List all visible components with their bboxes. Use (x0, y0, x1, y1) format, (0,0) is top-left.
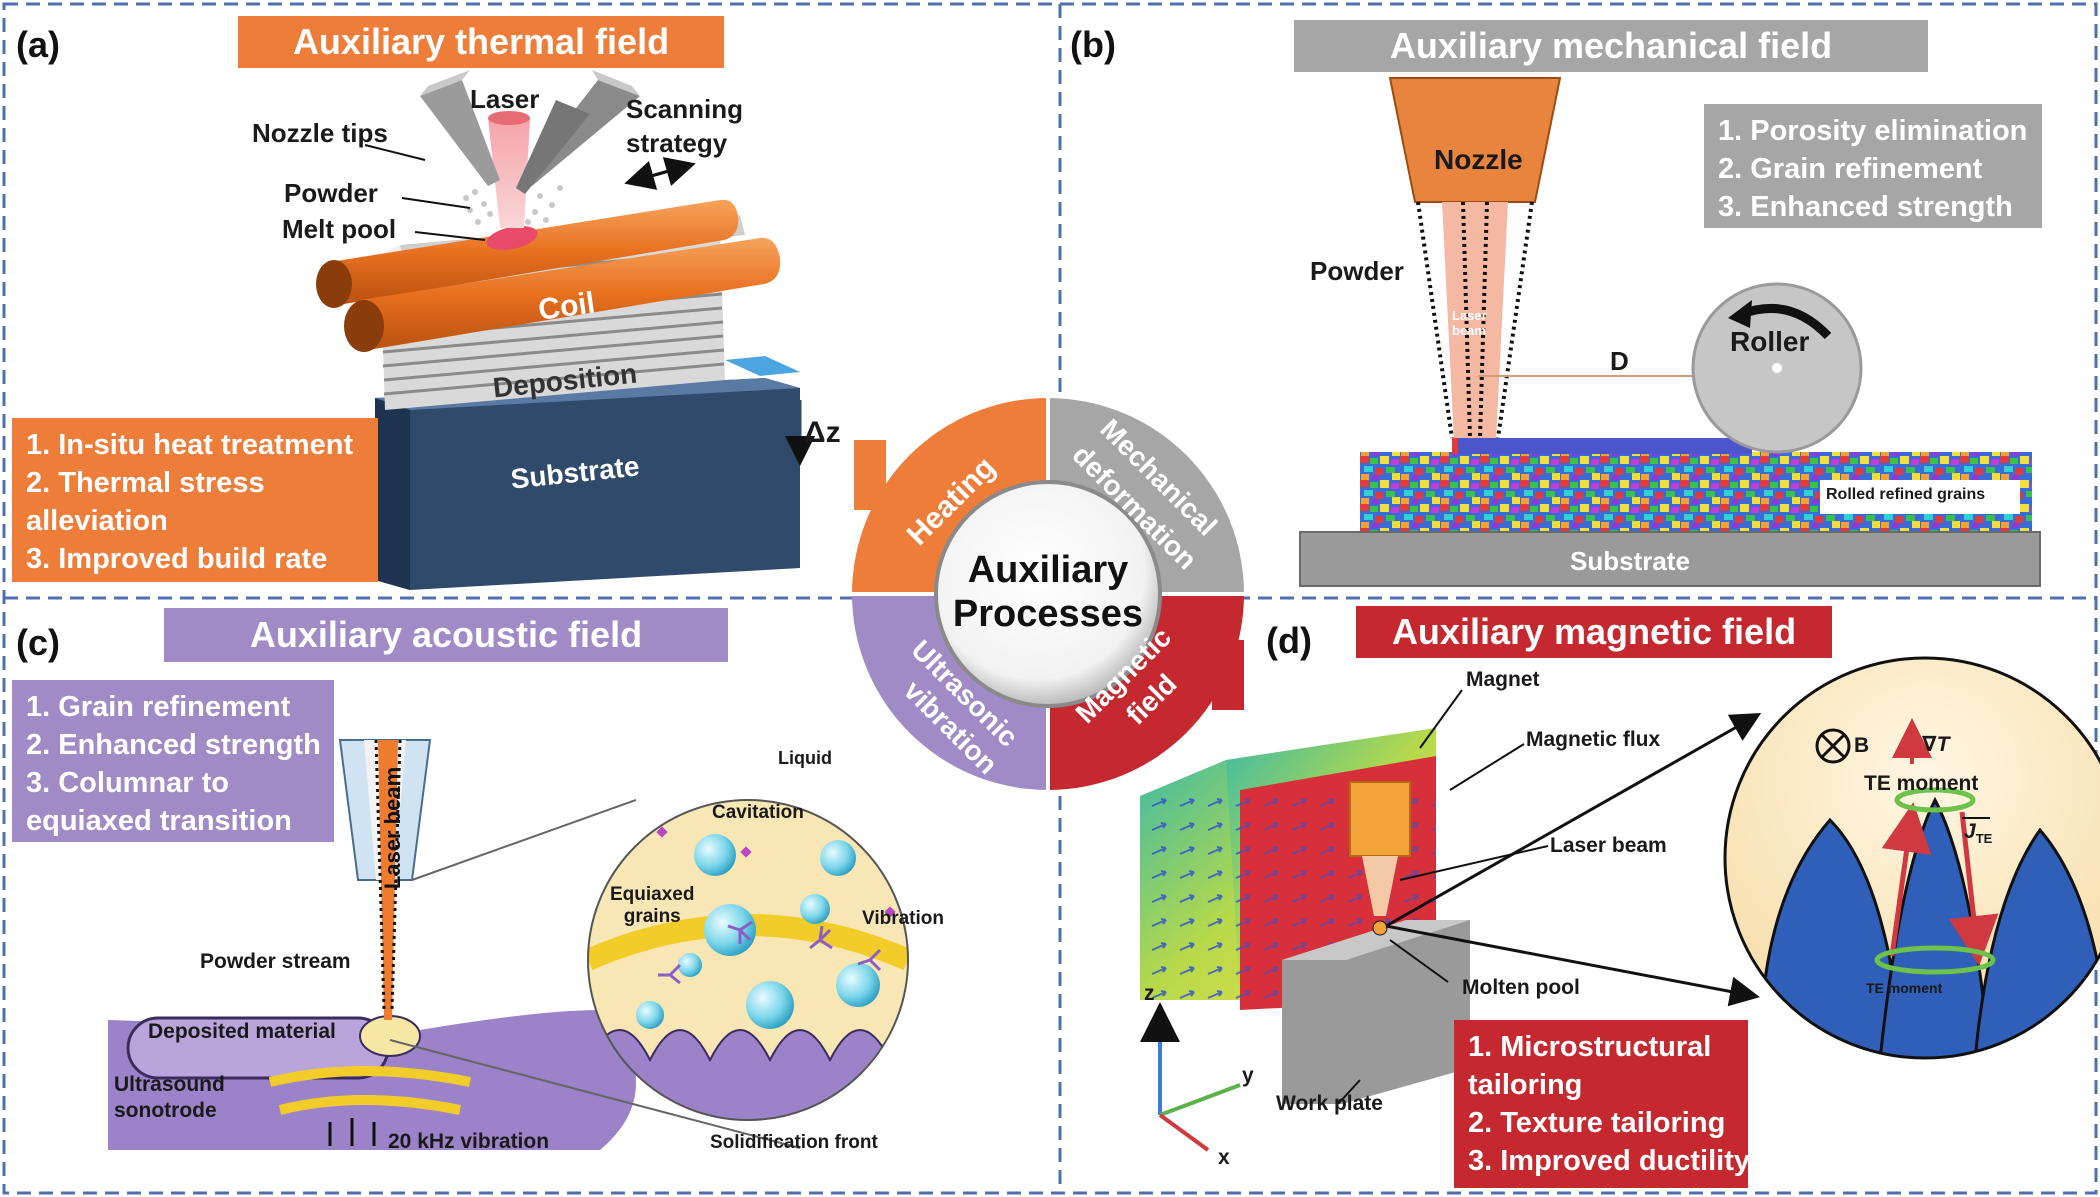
thermal-effect-3: 3. Improved build rate (26, 543, 328, 575)
substrate-label-b: Substrate (1570, 546, 1690, 576)
acoustic-effect-3: 3. Columnar to (26, 767, 230, 799)
scanning-strategy-label: Scanning strategy (626, 94, 744, 158)
molten-pool-label: Molten pool (1462, 976, 1580, 999)
magnetic-effect-1: 1. Microstructural (1468, 1031, 1712, 1063)
acoustic-effect-3b: equiaxed transition (26, 805, 292, 837)
liquid-label: Liquid (778, 748, 832, 768)
acoustic-effect-1: 1. Grain refinement (26, 691, 291, 723)
panel-b-label: (b) (1070, 24, 1116, 65)
magnetic-effect-2: 2. Texture tailoring (1468, 1107, 1726, 1139)
equiaxed-grains-label: Equiaxed grains (610, 884, 695, 927)
powder-stream-label: Powder stream (200, 950, 351, 973)
nozzle-label: Nozzle (1434, 144, 1523, 175)
roller-label: Roller (1730, 326, 1810, 357)
ultrasound-sonotrode-label: Ultrasound sonotrode (114, 1073, 225, 1122)
mechanical-effect-3: 3. Enhanced strength (1718, 191, 2013, 223)
magnetic-effects-box: 1. Microstructural tailoring 2. Texture … (1454, 1020, 1750, 1188)
center-title-line1: Auxiliary (968, 549, 1129, 591)
acoustic-effects-box: 1. Grain refinement 2. Enhanced strength… (12, 680, 334, 842)
panel-d-label: (d) (1266, 620, 1312, 661)
laser-beam-label-b: Laser beam (1452, 308, 1487, 338)
panel-c-label: (c) (16, 622, 60, 663)
te-moment-top-label: TE moment (1864, 772, 1979, 795)
rolled-grains-label: Rolled refined grains (1826, 486, 1986, 503)
magnet-label: Magnet (1466, 668, 1540, 691)
mechanical-effects-box: 1. Porosity elimination 2. Grain refinem… (1704, 104, 2042, 228)
melt-pool-label: Melt pool (282, 214, 397, 244)
dz-label: Δz (804, 416, 841, 449)
panel-a-label: (a) (16, 24, 60, 65)
j-te-label: JTE (1964, 820, 1993, 847)
mechanical-field-illustration (1299, 77, 2041, 587)
mechanical-effect-1: 1. Porosity elimination (1718, 115, 2028, 147)
thermal-effect-2: 2. Thermal stress (26, 467, 265, 499)
axis-z-label: z (1144, 982, 1155, 1005)
panel-a-title: Auxiliary thermal field (238, 16, 724, 68)
axis-x-label: x (1218, 1146, 1230, 1169)
auxiliary-processes-wheel (852, 398, 1244, 790)
magnetic-effect-1b: tailoring (1468, 1069, 1583, 1101)
distance-d-label: D (1610, 346, 1629, 376)
powder-label-a: Powder (284, 178, 378, 208)
panel-b-title: Auxiliary mechanical field (1294, 20, 1928, 72)
panel-c-title: Auxiliary acoustic field (164, 608, 728, 662)
axis-y-label: y (1242, 1064, 1254, 1087)
grad-t-label: ∇T (1922, 733, 1950, 756)
thermal-effects-box: 1. In-situ heat treatment 2. Thermal str… (12, 418, 378, 582)
acoustic-field-illustration (108, 739, 909, 1150)
magnetic-field-illustration (1140, 656, 2100, 1152)
nozzle-tips-label: Nozzle tips (252, 118, 388, 148)
cavitation-label: Cavitation (712, 802, 804, 823)
magnetic-flux-label: Magnetic flux (1526, 728, 1661, 751)
laser-label: Laser (470, 84, 540, 114)
vibration-label: Vibration (862, 908, 944, 929)
deposited-material-label: Deposited material (148, 1020, 336, 1043)
mechanical-effect-2: 2. Grain refinement (1718, 153, 1983, 185)
magnetic-effect-3: 3. Improved ductility (1468, 1145, 1750, 1177)
thermal-field-illustration (316, 70, 815, 590)
powder-label-b: Powder (1310, 256, 1404, 286)
te-moment-bottom-label: TE moment (1866, 980, 1943, 996)
thermal-effect-1: 1. In-situ heat treatment (26, 429, 354, 461)
vibration-20khz-label: 20 kHz vibration (388, 1130, 550, 1153)
panel-d-title: Auxiliary magnetic field (1356, 606, 1832, 658)
center-title-line2: Processes (953, 593, 1143, 635)
solidification-front-label: Solidification front (710, 1132, 878, 1153)
thermal-effect-2b: alleviation (26, 505, 168, 537)
laser-beam-label-c: Laser beam (380, 767, 405, 889)
acoustic-effect-2: 2. Enhanced strength (26, 729, 321, 761)
coil-label: Coil (536, 286, 597, 327)
b-field-label: B (1854, 734, 1870, 757)
laser-beam-label-d: Laser beam (1550, 834, 1667, 857)
work-plate-label: Work plate (1276, 1092, 1383, 1115)
